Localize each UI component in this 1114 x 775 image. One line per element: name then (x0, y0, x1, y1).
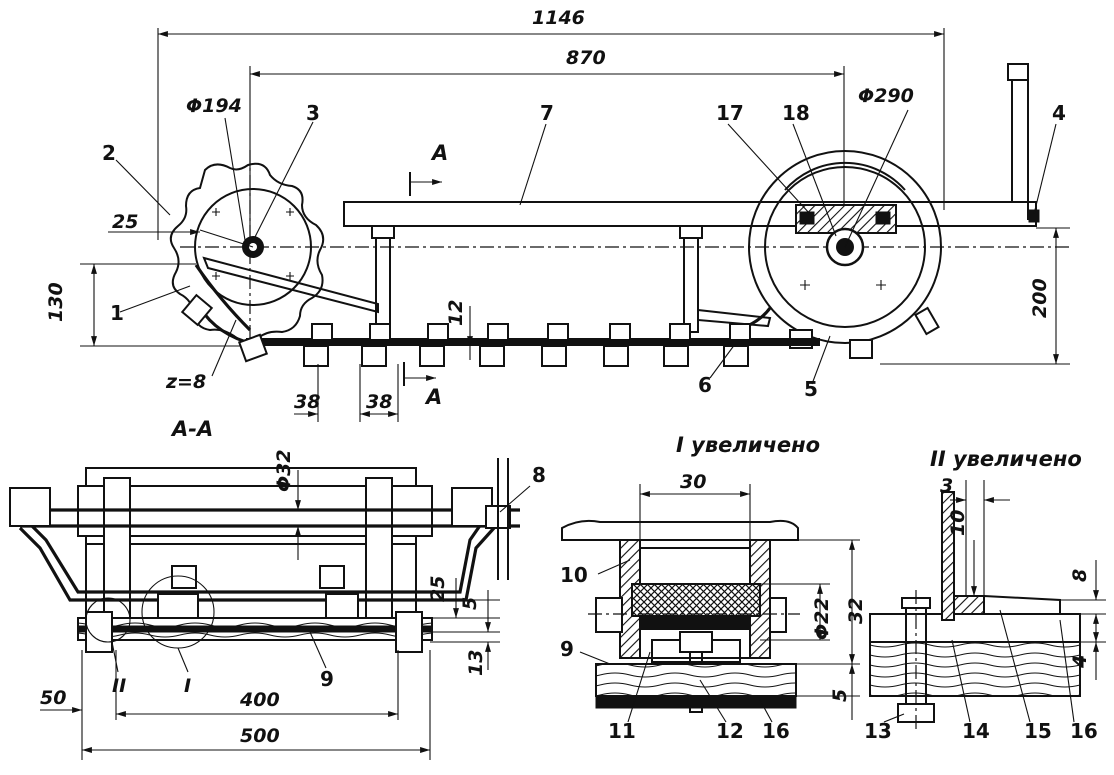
part-17: 17 (716, 101, 744, 125)
dim-10: 10 (947, 510, 969, 536)
part-13: 13 (864, 719, 892, 743)
dim-50: 50 (40, 687, 66, 709)
part-numbers: 1 2 3 4 5 6 7 8 9 10 11 12 13 14 15 16 1… (102, 101, 1098, 743)
detail-1-title: I увеличено (676, 433, 820, 457)
part-14: 14 (962, 719, 990, 743)
dim-22-diameter: Φ22 (811, 597, 833, 640)
dim-130: 130 (45, 282, 67, 322)
part-16: 16 (1070, 719, 1098, 743)
callout-II: II (112, 675, 126, 697)
callout-I: I (184, 675, 191, 697)
part-16-detail: 16 (762, 719, 790, 743)
part-15: 15 (1024, 719, 1052, 743)
part-18: 18 (782, 101, 810, 125)
part-8: 8 (532, 463, 546, 487)
part-5: 5 (804, 377, 818, 401)
part-1: 1 (110, 301, 124, 325)
section-aa-view (9, 458, 531, 760)
dim-1146: 1146 (532, 7, 585, 29)
part-6: 6 (698, 373, 712, 397)
dimension-labels: 1146 870 Φ194 Φ290 25 130 200 12 38 38 z… (40, 7, 1091, 747)
part-9-detail: 9 (560, 637, 574, 661)
dim-5-detail: 5 (829, 689, 851, 702)
dim-400: 400 (239, 689, 280, 711)
part-7: 7 (540, 101, 554, 125)
dim-290: Φ290 (858, 85, 914, 107)
section-labels: A A A-A I увеличено II увеличено I II (112, 141, 1082, 697)
dim-8: 8 (1069, 569, 1091, 582)
part-11: 11 (608, 719, 636, 743)
dim-4: 4 (1069, 655, 1091, 669)
dim-38-left: 38 (294, 391, 320, 413)
dim-32-detail: 32 (845, 598, 867, 624)
dim-25: 25 (112, 211, 138, 233)
part-10: 10 (560, 563, 588, 587)
dim-25-section: 25 (427, 576, 449, 602)
part-3: 3 (306, 101, 320, 125)
dim-194: Φ194 (186, 95, 242, 117)
dim-z8: z=8 (165, 371, 206, 393)
dim-3: 3 (940, 475, 953, 497)
section-aa-title: A-A (170, 417, 213, 441)
dim-5-section: 5 (459, 597, 481, 610)
part-4: 4 (1052, 101, 1066, 125)
dim-200: 200 (1029, 278, 1051, 318)
part-9: 9 (320, 667, 334, 691)
dim-38-right: 38 (366, 391, 392, 413)
part-2: 2 (102, 141, 116, 165)
dim-32-diameter: Φ32 (273, 449, 295, 492)
dim-12: 12 (445, 300, 467, 326)
section-mark-a-top: A (430, 141, 448, 165)
detail-2-title: II увеличено (930, 447, 1082, 471)
section-mark-a-bottom: A (424, 385, 442, 409)
dim-13: 13 (465, 650, 487, 676)
dim-30: 30 (680, 471, 706, 493)
dim-500: 500 (240, 725, 280, 747)
part-12: 12 (716, 719, 744, 743)
dim-870: 870 (566, 47, 606, 69)
side-view (80, 28, 1070, 422)
detail-II-view (869, 480, 1106, 730)
detail-I-view (561, 484, 860, 723)
